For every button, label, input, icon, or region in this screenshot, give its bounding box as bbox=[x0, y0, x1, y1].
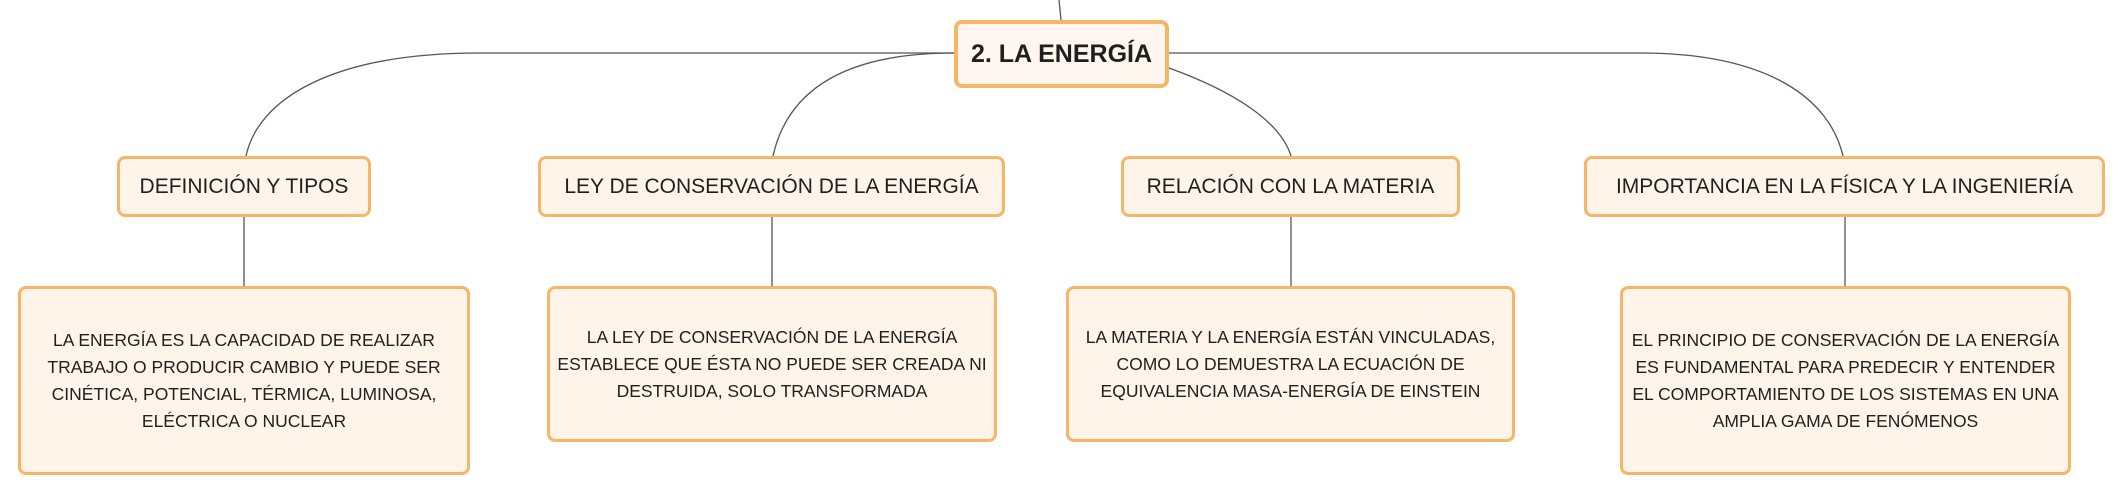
connector-root-topic-2 bbox=[772, 52, 955, 157]
description-text: La energía es la capacidad de realizar t… bbox=[47, 329, 441, 431]
topic-node-label: Definición y tipos bbox=[139, 174, 349, 198]
description-node-matter-relation[interactable]: La materia y la energía están vinculadas… bbox=[1066, 286, 1515, 442]
root-node[interactable]: 2. La Energía bbox=[954, 20, 1169, 88]
connector-root-topic-4 bbox=[1169, 52, 1844, 157]
topic-node-conservation-law[interactable]: Ley de conservación de la energía bbox=[538, 156, 1005, 217]
topic-node-definition[interactable]: Definición y tipos bbox=[117, 156, 371, 217]
connector-root-topic-1 bbox=[245, 52, 954, 157]
topic-node-importance[interactable]: Importancia en la física y la ingeniería bbox=[1584, 156, 2105, 217]
description-node-importance[interactable]: El principio de conservación de la energ… bbox=[1620, 286, 2071, 475]
description-text: La materia y la energía están vinculadas… bbox=[1085, 326, 1496, 401]
topic-node-matter-relation[interactable]: Relación con la materia bbox=[1121, 156, 1460, 217]
description-node-conservation-law[interactable]: La ley de conservación de la energía est… bbox=[547, 286, 997, 442]
connector-root-topic-3 bbox=[1168, 67, 1292, 157]
description-node-definition[interactable]: La energía es la capacidad de realizar t… bbox=[18, 286, 470, 475]
topic-node-label: Relación con la materia bbox=[1146, 174, 1435, 198]
connector-parent bbox=[1058, 0, 1062, 21]
description-text: El principio de conservación de la energ… bbox=[1631, 329, 2060, 431]
topic-node-label: Importancia en la física y la ingeniería bbox=[1615, 174, 2074, 198]
root-node-label: 2. La Energía bbox=[970, 39, 1153, 68]
description-text: La ley de conservación de la energía est… bbox=[557, 326, 987, 401]
topic-node-label: Ley de conservación de la energía bbox=[564, 174, 979, 198]
